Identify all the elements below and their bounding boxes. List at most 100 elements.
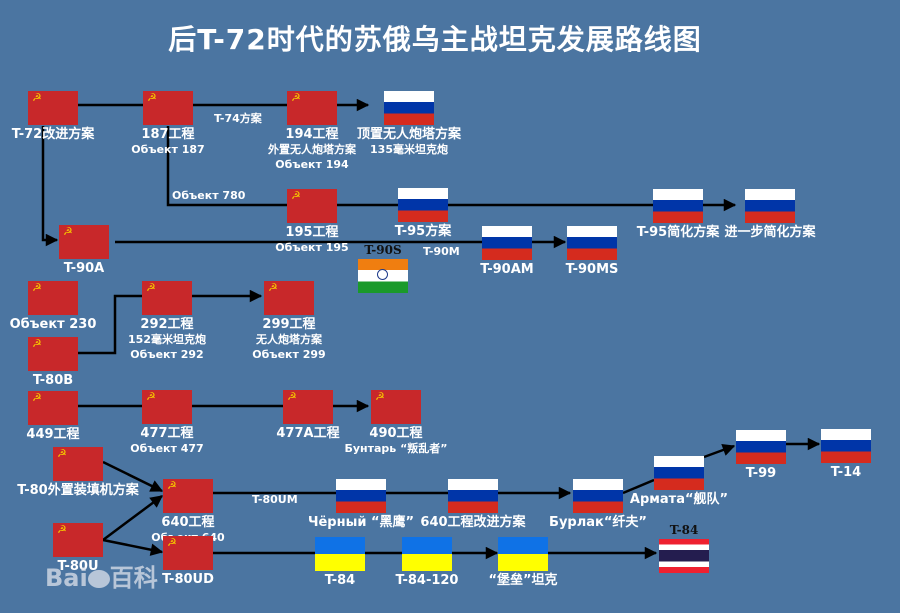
node-labels: 477A工程 <box>203 426 413 441</box>
node-t14: T-14 <box>821 429 871 480</box>
node-title: 292工程 <box>140 317 194 332</box>
india-flag-icon <box>358 259 408 293</box>
soviet-flag-icon: ☭ <box>143 91 193 125</box>
node-labels: T-90S <box>278 243 488 258</box>
edge <box>166 126 287 207</box>
node-title: T-90AM <box>480 262 534 277</box>
node-title: 640工程 <box>161 515 215 530</box>
node-subtitle: Объект 187 <box>131 143 205 156</box>
node-oplot: “堡垒”坦克 <box>488 537 558 588</box>
chakra-icon <box>377 269 388 280</box>
edge-label-obj780: Объект 780 <box>172 189 246 202</box>
soviet-flag-icon: ☭ <box>53 523 103 557</box>
node-title: 449工程 <box>26 427 80 442</box>
node-labels: T-90A <box>0 261 189 276</box>
node-t90am: T-90AM <box>480 226 534 277</box>
node-labels: 449工程 <box>0 427 158 442</box>
russia-flag-icon <box>736 430 786 464</box>
edge-label-t74: T-74方案 <box>214 112 262 125</box>
edge-arrow <box>703 444 736 459</box>
node-subtitle: Объект 477 <box>130 442 204 455</box>
node-labels: T-84 <box>579 523 789 538</box>
hammer-sickle-icon: ☭ <box>146 390 156 403</box>
edge-label-t80um: T-80UM <box>252 493 298 506</box>
node-title: 194工程 <box>285 127 339 142</box>
node-title: T-95简化方案 <box>636 225 720 240</box>
node-t80-ext-loader: ☭T-80外置装填机方案 <box>17 447 139 498</box>
node-t90ms: T-90MS <box>566 226 618 277</box>
edge-arrow <box>102 494 164 542</box>
node-labels: Чёрный “黑鹰” <box>256 515 466 530</box>
node-subtitle: Объект 292 <box>130 348 204 361</box>
russia-flag-icon <box>448 479 498 513</box>
hammer-sickle-icon: ☭ <box>146 281 156 294</box>
hammer-sickle-icon: ☭ <box>291 91 301 104</box>
soviet-flag-icon: ☭ <box>287 91 337 125</box>
node-labels: T-72改进方案 <box>0 127 158 142</box>
node-title: “堡垒”坦克 <box>488 573 558 588</box>
node-title: 490工程 <box>369 426 423 441</box>
node-t84: T-84 <box>315 537 365 588</box>
edge-arrow <box>102 460 164 493</box>
soviet-flag-icon: ☭ <box>28 337 78 371</box>
node-title: Бурлак“纤夫” <box>549 515 647 530</box>
node-labels: T-80U <box>0 559 183 574</box>
soviet-flag-icon: ☭ <box>283 390 333 424</box>
node-obj449: ☭ 449工程 <box>26 391 80 442</box>
soviet-flag-icon: ☭ <box>28 281 78 315</box>
node-title: T-80B <box>32 373 74 388</box>
node-labels: T-14 <box>741 465 900 480</box>
node-labels: T-84-120 <box>322 573 532 588</box>
node-t90s: T-90S <box>358 243 408 293</box>
hammer-sickle-icon: ☭ <box>57 447 67 460</box>
node-labels: T-95方案 <box>318 224 528 239</box>
soviet-flag-icon: ☭ <box>163 479 213 513</box>
node-labels: Объект 230 <box>0 317 158 332</box>
hammer-sickle-icon: ☭ <box>32 281 42 294</box>
node-title: 299工程 <box>262 317 316 332</box>
node-title: T-84-120 <box>395 573 459 588</box>
node-t84-thai: T-84 <box>659 523 709 573</box>
node-title: 640工程改进方案 <box>420 515 526 530</box>
watermark-suffix: 百科 <box>109 564 158 592</box>
hammer-sickle-icon: ☭ <box>32 391 42 404</box>
soviet-flag-icon: ☭ <box>264 281 314 315</box>
russia-flag-icon <box>654 456 704 490</box>
node-title: T-90A <box>63 261 105 276</box>
russia-flag-icon <box>821 429 871 463</box>
node-title: T-80UD <box>162 572 214 587</box>
node-obj477a: ☭ 477A工程 <box>276 390 340 441</box>
node-black-eagle: Чёрный “黑鹰” <box>308 479 414 530</box>
node-t80u: ☭T-80U <box>53 523 103 574</box>
node-labels: T-90AM <box>402 262 612 277</box>
node-labels: T-80B <box>0 373 158 388</box>
node-title: T-72改进方案 <box>11 127 95 142</box>
node-title: 477A工程 <box>276 426 340 441</box>
soviet-flag-icon: ☭ <box>371 390 421 424</box>
hammer-sickle-icon: ☭ <box>167 479 177 492</box>
soviet-flag-icon: ☭ <box>142 281 192 315</box>
node-labels: T-80UD <box>83 572 293 587</box>
node-title: T-14 <box>830 465 862 480</box>
node-labels: T-95简化方案 <box>573 225 783 240</box>
edge-arrow <box>102 538 164 556</box>
node-t95-simple: T-95简化方案 <box>637 189 719 240</box>
thai-flag-icon <box>659 539 709 573</box>
hammer-sickle-icon: ☭ <box>268 281 278 294</box>
hammer-sickle-icon: ☭ <box>147 91 157 104</box>
node-title: T-84 <box>669 523 699 537</box>
node-subtitle: Объект 194 <box>275 158 349 171</box>
hammer-sickle-icon: ☭ <box>63 225 73 238</box>
node-title: 187工程 <box>141 127 195 142</box>
